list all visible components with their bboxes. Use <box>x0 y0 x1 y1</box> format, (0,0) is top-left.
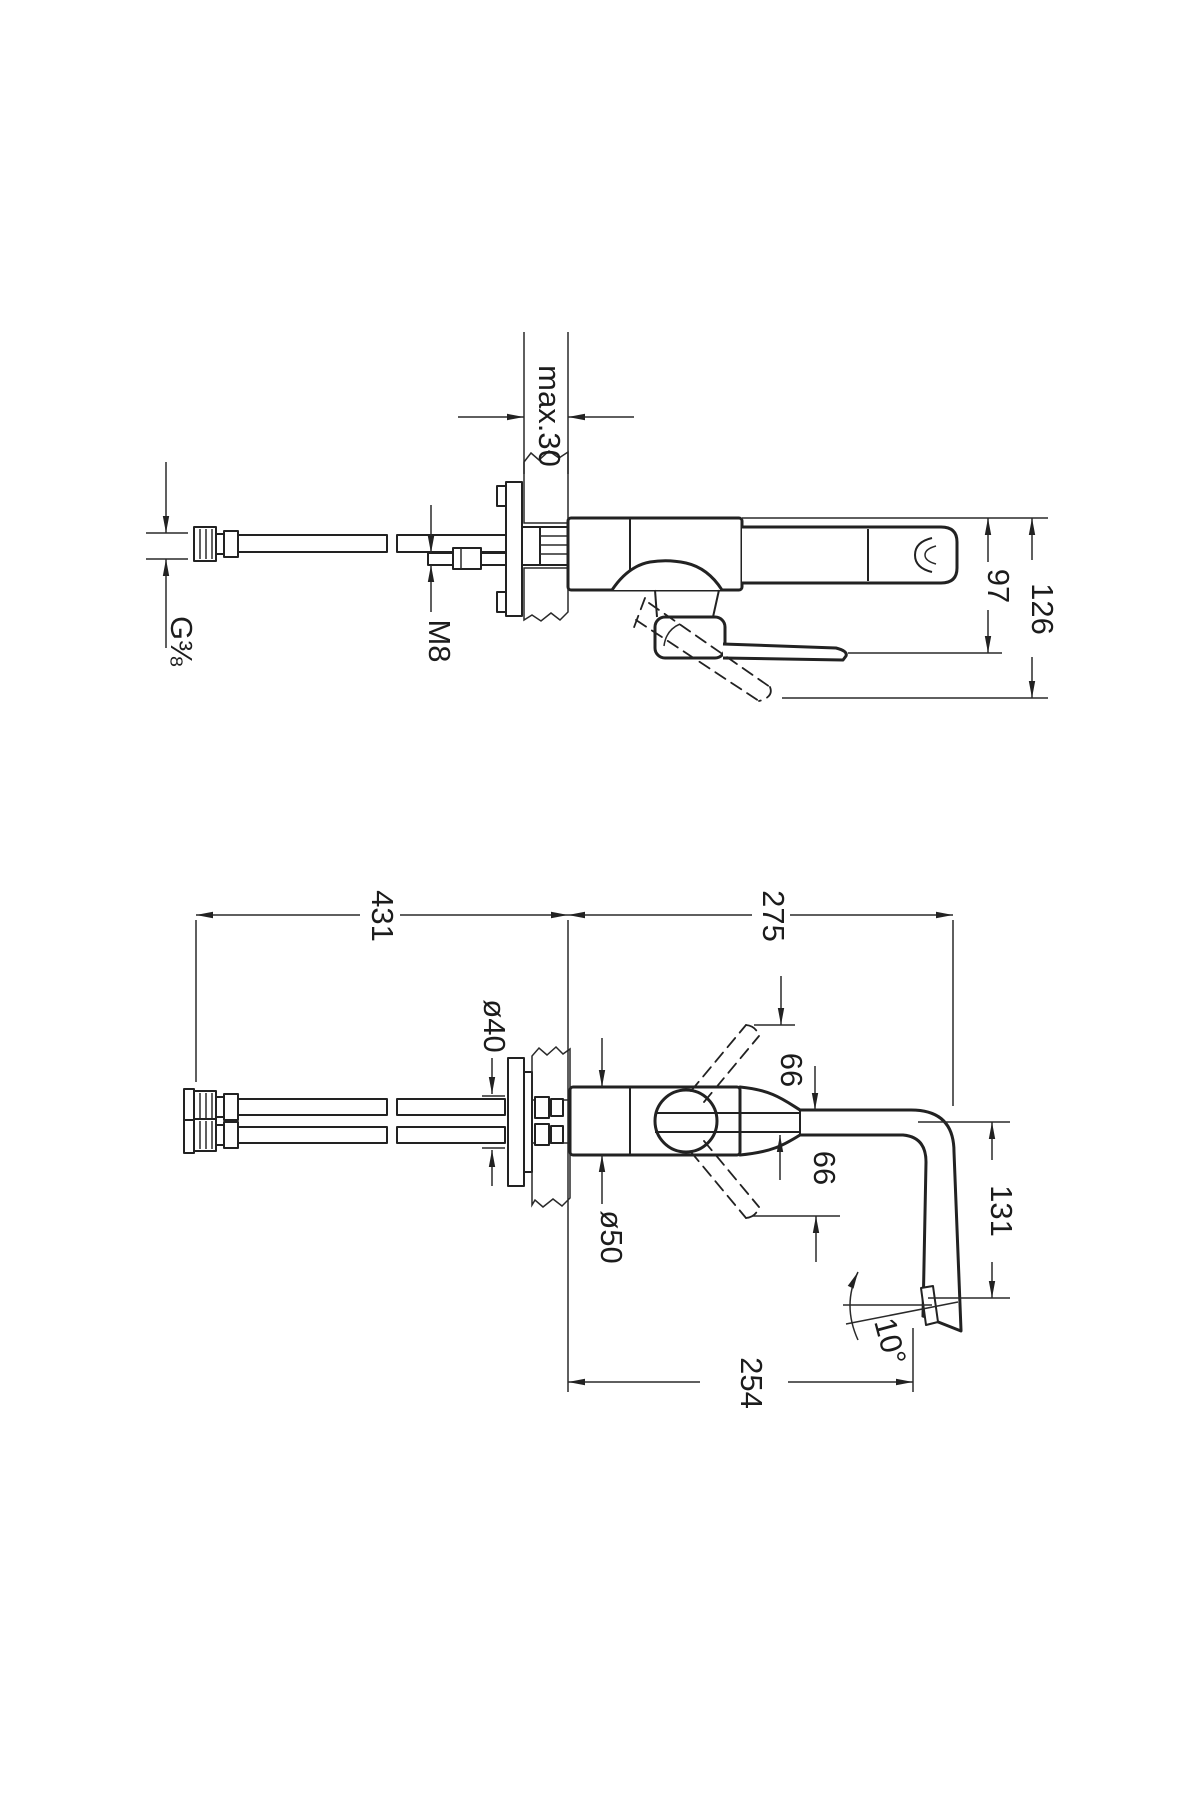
hose-braid <box>237 1126 388 1144</box>
handle-lever <box>722 642 848 662</box>
dim-254: 254 <box>568 1328 914 1409</box>
dim-label-dia50: ø50 <box>594 1210 629 1263</box>
dim-131: 131 <box>918 1121 1019 1299</box>
wall-hatch-lower <box>531 1142 571 1208</box>
hose-braid <box>396 1098 506 1116</box>
spout-inner-edge <box>798 1133 928 1318</box>
angle-10deg: 10° <box>843 1271 959 1369</box>
dim-label-431: 431 <box>365 890 400 942</box>
aerator-arc <box>914 537 933 573</box>
spout-outer-edge <box>798 1108 963 1332</box>
handle-block <box>653 615 727 660</box>
hose-braid <box>237 534 388 553</box>
handle-dome <box>610 559 724 591</box>
mounting-flange-plan <box>507 1057 533 1187</box>
flex-hoses-plan <box>183 1088 506 1154</box>
dim-label-10deg: 10° <box>867 1314 913 1368</box>
handle-side <box>610 559 848 662</box>
spout-side <box>742 525 959 585</box>
angle-arc-arrow <box>847 1271 859 1341</box>
spout-outline <box>742 525 959 585</box>
dim-label-254: 254 <box>734 1357 769 1409</box>
dim-label-97: 97 <box>981 569 1016 603</box>
dim-431-275: 431 275 <box>195 890 954 1392</box>
wall-section-plan <box>531 1045 571 1208</box>
plan-view: 431 275 <box>183 890 1019 1409</box>
dim-label-66-lower: 66 <box>807 1151 842 1185</box>
handle-pivot-circle <box>653 1088 719 1154</box>
spout-plan <box>798 1108 963 1333</box>
wall-hatch-lower <box>523 567 569 622</box>
shank-nuts-plan <box>534 1096 564 1146</box>
hose-braid <box>396 534 507 553</box>
dim-label-275: 275 <box>756 890 791 942</box>
dim-126: 126 <box>1025 518 1060 698</box>
dim-97: 97 <box>981 518 1016 653</box>
dim-label-126: 126 <box>1025 583 1060 635</box>
dim-m8: M8 <box>422 505 457 663</box>
dim-label-max30: max.30 <box>532 365 567 467</box>
hose-head <box>183 1088 195 1123</box>
dim-max30: max.30 <box>458 332 634 474</box>
handle-detail <box>663 623 681 647</box>
hose-braid <box>396 1126 506 1144</box>
angle-line <box>845 1301 959 1325</box>
flex-hose-side <box>193 526 507 562</box>
hose-head <box>183 1119 195 1154</box>
hose-braid <box>237 1098 388 1116</box>
shank-side <box>521 526 569 566</box>
stud-nut <box>452 547 482 570</box>
dim-dia50: ø50 <box>594 1038 629 1264</box>
side-view: G⅜ M8 <box>146 332 1060 702</box>
dim-66-upper: 66 <box>754 976 819 1110</box>
dim-dia40: ø40 <box>477 999 512 1186</box>
hose-collar <box>223 530 239 558</box>
hose-collar <box>215 533 225 555</box>
wall-hatch-upper <box>531 1045 571 1101</box>
handle-rotated-dashed-side <box>632 597 772 702</box>
m8-stud <box>427 547 507 570</box>
dim-label-dia40: ø40 <box>477 999 512 1052</box>
mounting-flange-side <box>496 481 523 617</box>
dim-label-131: 131 <box>984 1185 1019 1237</box>
wall-hatch-upper <box>523 450 569 524</box>
dim-label-66-upper: 66 <box>774 1053 809 1087</box>
dim-label-g38: G⅜ <box>164 616 199 666</box>
dim-label-m8: M8 <box>422 619 457 662</box>
spout-taper <box>738 1085 802 1157</box>
handle-swing-dashed-plan <box>690 1024 760 1219</box>
dim-g38: G⅜ <box>146 462 199 666</box>
dim-66-lower: 66 <box>752 1135 842 1262</box>
aerator-arc <box>924 545 937 565</box>
